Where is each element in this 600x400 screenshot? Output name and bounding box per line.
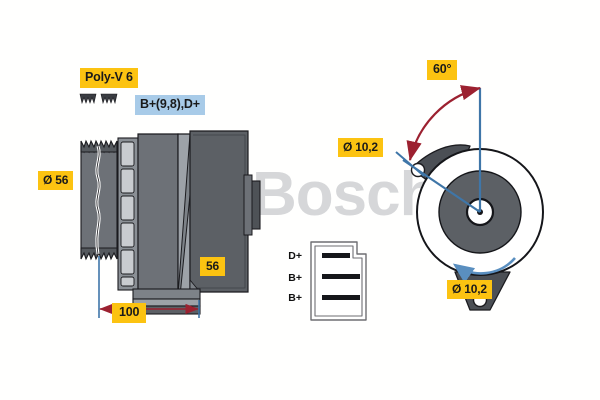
terminal-label-b-plus-1: B+ [288,272,302,284]
terminal-blade [322,253,350,258]
callout-terminals: B+(9,8),D+ [135,95,205,115]
rotation-arrow [452,257,516,283]
callout-length: 100 [112,303,147,323]
callout-lower-bore-diameter: Ø 10,2 [447,280,492,299]
rear-connector-boss [243,174,261,236]
belt-profile-icon [100,93,118,105]
terminal-blade [322,295,360,300]
belt-profile-icon [79,93,97,105]
alternator-side-view [79,93,261,318]
callout-mount-angle: 60° [427,60,458,80]
terminal-label-d-plus: D+ [288,250,302,262]
bosch-watermark: c Bosch [196,160,437,229]
svg-text:Bosch: Bosch [252,160,436,229]
upper-bore-leader [395,151,425,177]
callout-pulley-diameter: Ø 56 [38,171,74,190]
alternator-front-view [395,85,544,311]
angle-arc-60 [406,85,482,162]
stator-housing [137,133,197,297]
terminal-label-b-plus-2: B+ [288,292,302,304]
poly-v-pulley [80,139,118,261]
callout-foot-width: 56 [200,257,225,276]
callout-upper-bore-diameter: Ø 10,2 [338,138,383,157]
terminal-blade [322,274,360,279]
drive-end-bracket [117,137,139,291]
callout-pulley-type: Poly-V 6 [80,68,138,88]
terminal-block-diagram [310,241,367,321]
